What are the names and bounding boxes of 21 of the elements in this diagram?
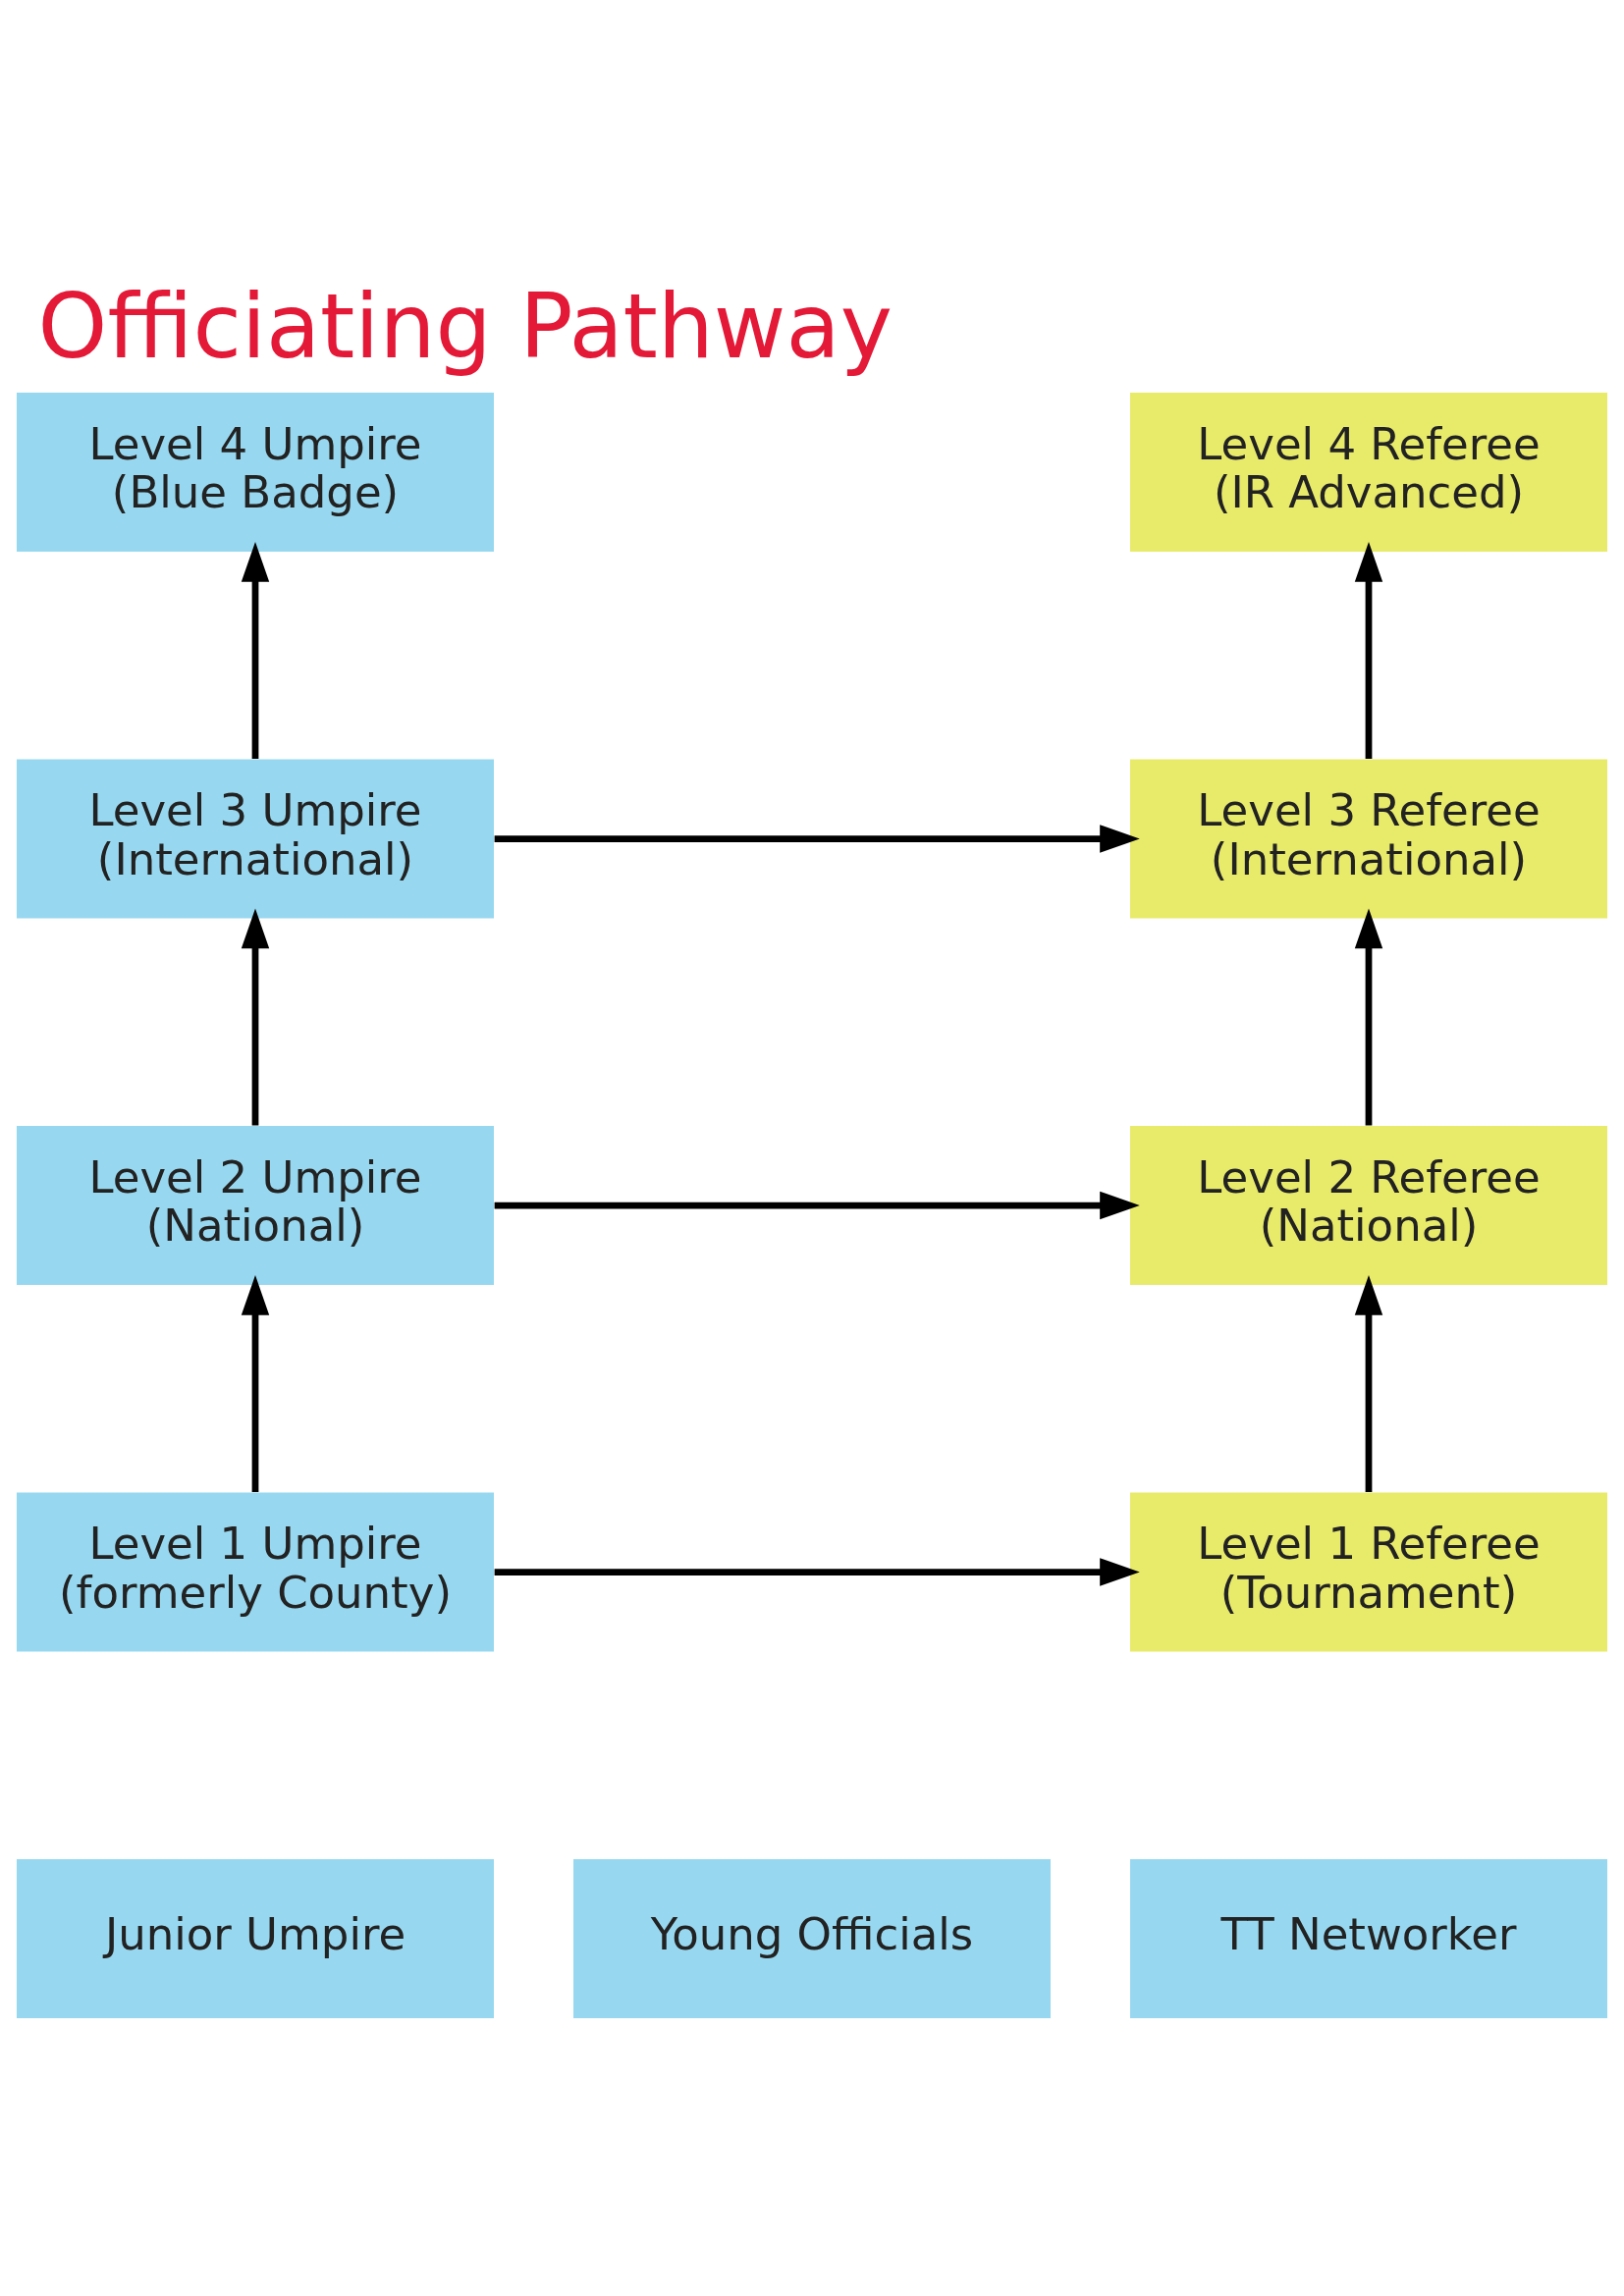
node-box: Level 3 Referee (International) [1130,759,1607,919]
arrow [494,825,1140,853]
node-box: Level 2 Umpire (National) [17,1126,494,1285]
node-box: TT Networker [1130,1859,1607,2018]
arrow [1354,542,1383,760]
arrow [494,1191,1140,1220]
node-box: Young Officials [573,1859,1051,2018]
node-box: Junior Umpire [17,1859,494,2018]
arrow [241,1275,270,1493]
arrow [494,1558,1140,1586]
arrow [241,542,270,760]
node-box: Level 4 Referee (IR Advanced) [1130,393,1607,552]
arrow [241,908,270,1126]
node-box: Level 4 Umpire (Blue Badge) [17,393,494,552]
diagram-title: Officiating Pathway [37,275,893,378]
arrow [1354,1275,1383,1493]
node-box: Level 1 Referee (Tournament) [1130,1492,1607,1652]
node-box: Level 3 Umpire (International) [17,759,494,919]
node-box: Level 2 Referee (National) [1130,1126,1607,1285]
node-box: Level 1 Umpire (formerly County) [17,1492,494,1652]
arrow [1354,908,1383,1126]
